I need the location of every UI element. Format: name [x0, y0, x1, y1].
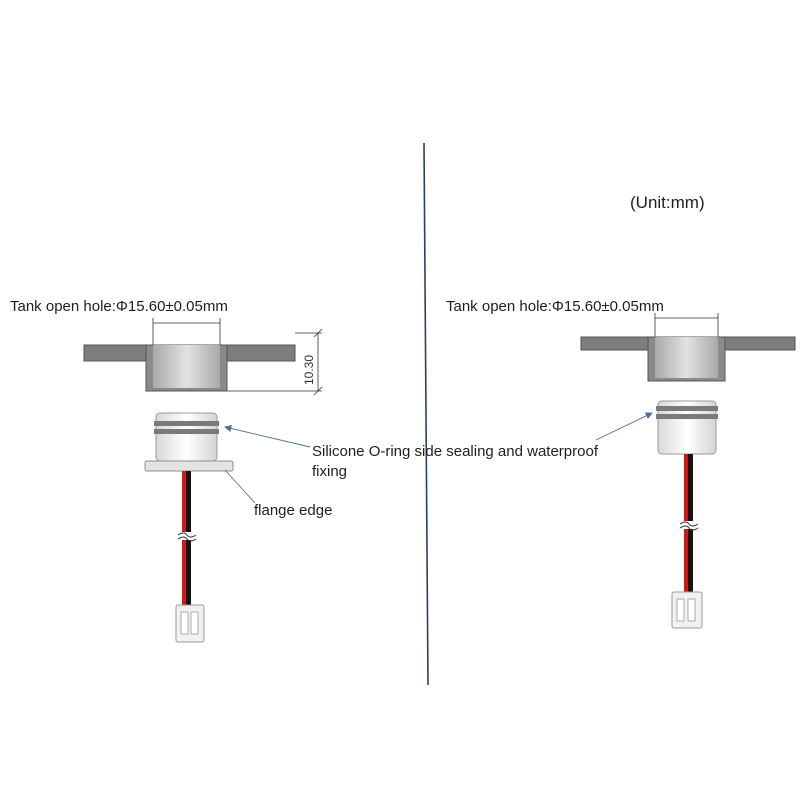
oring-leader-left	[224, 424, 311, 448]
right-wires	[679, 454, 699, 594]
left-connector-cap	[155, 412, 218, 462]
flange-callout: flange edge	[254, 502, 333, 519]
left-height-value: 10.30	[302, 355, 316, 385]
left-view: 10.30	[83, 318, 323, 643]
left-hole-dimension	[152, 318, 221, 345]
left-oring-2	[154, 429, 219, 434]
oring-leader-right	[595, 412, 653, 441]
right-tank-plate	[580, 336, 796, 382]
right-hole-dimension	[654, 313, 719, 340]
right-hole	[655, 337, 718, 378]
right-hole-label: Tank open hole:Φ15.60±0.05mm	[446, 298, 664, 315]
right-plug	[671, 591, 703, 629]
left-flange	[144, 460, 234, 472]
right-oring-2	[656, 414, 718, 419]
left-hole	[153, 345, 220, 388]
left-connector	[144, 412, 234, 472]
left-height-dimension	[227, 328, 323, 396]
oring-callout-line1: Silicone O-ring side sealing and waterpr…	[312, 443, 598, 460]
unit-label: (Unit:mm)	[630, 193, 705, 212]
oring-callout-line2: fixing	[312, 463, 348, 480]
right-view	[580, 313, 796, 629]
left-oring-1	[154, 421, 219, 426]
left-plug	[175, 604, 205, 643]
left-wires	[177, 471, 197, 607]
center-divider	[423, 142, 429, 686]
right-connector	[656, 400, 718, 455]
left-tank-plate	[83, 344, 296, 392]
left-hole-label: Tank open hole:Φ15.60±0.05mm	[10, 298, 228, 315]
flange-leader	[224, 469, 256, 504]
oring-callout: Silicone O-ring side sealing and waterpr…	[312, 442, 632, 482]
right-oring-1	[656, 406, 718, 411]
